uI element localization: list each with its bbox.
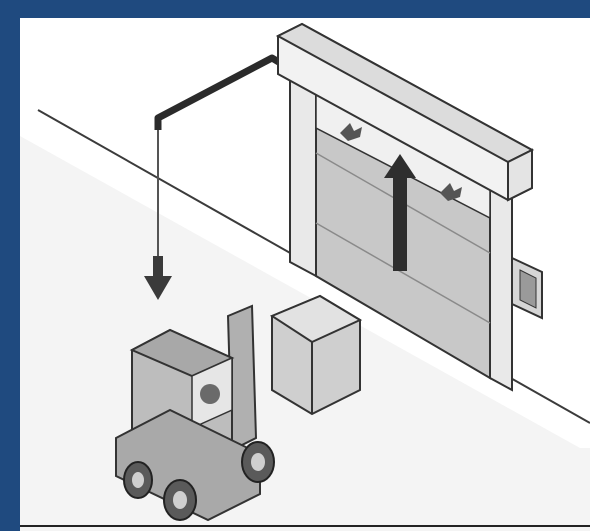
control-panel-icon [511,256,543,320]
diagram-panel [20,18,590,531]
high-speed-door [275,22,543,392]
forklift-driver [200,384,220,404]
door-sensor-diagram [20,22,590,531]
forklift [115,294,363,522]
arrow-up-icon [384,154,416,271]
forklift-load [269,294,363,416]
chevron-icon [340,123,462,201]
arrow-down-icon [144,256,172,300]
forklift-wheels [123,441,275,521]
